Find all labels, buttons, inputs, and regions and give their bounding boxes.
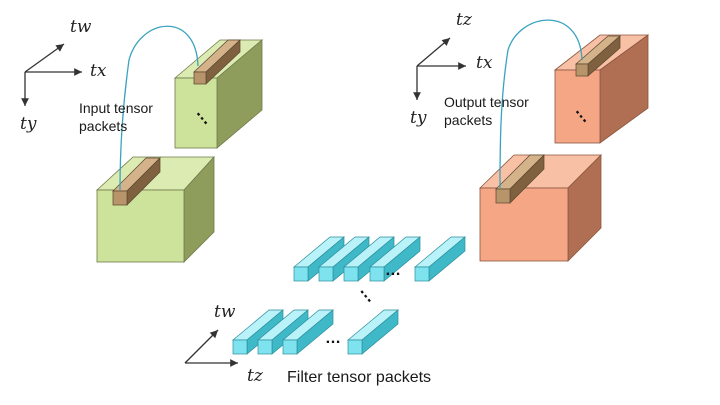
filter-packets-row-bottom <box>232 309 399 355</box>
filter-packet <box>318 236 370 282</box>
filter-packet <box>347 309 399 355</box>
input-axis-tx-label: tx <box>90 61 107 81</box>
packet-face <box>193 71 207 85</box>
packet-face <box>575 63 589 77</box>
filter-axes: tw tz <box>184 302 264 386</box>
input-cube-small: ⋮ <box>173 39 264 149</box>
filter-packet <box>282 309 334 355</box>
output-axis-tx-label: tx <box>476 53 493 73</box>
output-axis-tz-label: tz <box>456 10 473 30</box>
output-axis-tz-line <box>416 37 451 67</box>
filter-vdots: ⋮ <box>354 285 377 308</box>
filter-packet-face <box>414 266 430 282</box>
filter-caption: Filter tensor packets <box>287 369 431 386</box>
filter-axis-tw-line <box>184 329 219 364</box>
filter-packet-face <box>282 339 298 355</box>
output-cube-small: ⋮ <box>553 34 650 144</box>
filter-packet-face <box>318 266 334 282</box>
input-axis-ty-label: ty <box>20 114 37 134</box>
input-cube-small-front <box>174 77 218 149</box>
input-label-line2: packets <box>79 118 127 134</box>
input-packet-small <box>193 39 241 85</box>
packet-face <box>112 190 128 206</box>
filter-axis-tw-label: tw <box>214 302 236 322</box>
input-axis-tw-line <box>24 43 65 73</box>
input-packet-large <box>112 157 161 206</box>
output-axes: tz tx ty <box>410 10 493 128</box>
output-axis-ty-label: ty <box>410 108 427 128</box>
output-label-line2: packets <box>444 112 492 128</box>
output-label-line1: Output tensor <box>444 94 529 110</box>
filter-row-bottom-ellipsis: … <box>325 330 341 347</box>
filter-packet-face <box>343 266 359 282</box>
filter-packet <box>414 236 466 282</box>
filter-packet-face <box>293 266 309 282</box>
input-connector-arc <box>119 25 199 191</box>
input-label-line1: Input tensor <box>79 100 153 116</box>
filter-packet-face <box>257 339 273 355</box>
output-connector-arc <box>499 19 583 189</box>
filter-packet <box>232 309 284 355</box>
output-cube-large-front <box>479 187 569 262</box>
filter-packet-face <box>347 339 363 355</box>
input-cube-large-front <box>96 189 185 263</box>
input-cube-large <box>95 155 215 263</box>
filter-packet <box>293 236 345 282</box>
filter-axis-tz-label: tz <box>247 366 264 386</box>
filter-packets-row-top <box>293 236 466 282</box>
filter-packet <box>343 236 395 282</box>
output-cube-small-front <box>554 69 601 144</box>
output-cube-large <box>479 154 602 262</box>
input-axes: tw tx ty <box>20 17 107 134</box>
filter-packet <box>369 236 421 282</box>
input-axis-tw-label: tw <box>70 17 92 37</box>
output-packet-large <box>495 154 545 204</box>
output-packet-small <box>575 35 621 77</box>
filter-packet-face <box>369 266 385 282</box>
filter-packet <box>257 309 309 355</box>
filter-row-top-ellipsis: … <box>385 262 401 279</box>
filter-packet-face <box>232 339 248 355</box>
packet-face <box>495 188 511 204</box>
